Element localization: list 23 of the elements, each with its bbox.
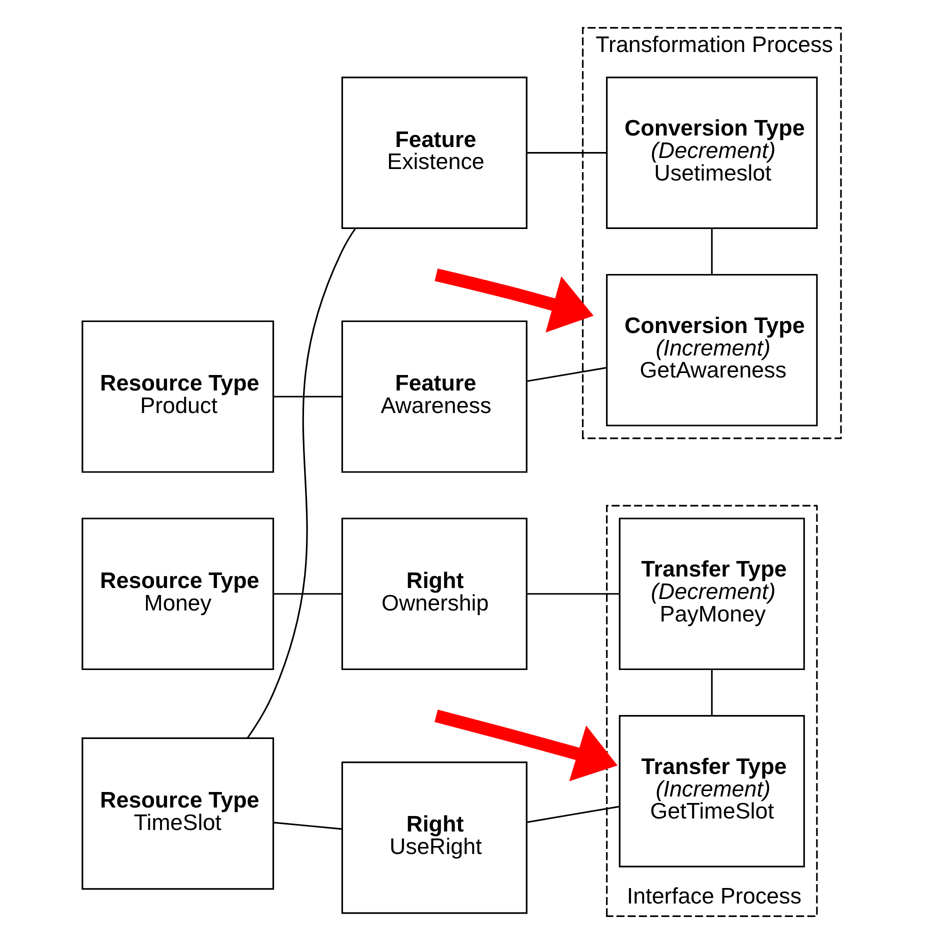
connector	[711, 670, 713, 716]
node-box: Feature Existence	[341, 76, 528, 230]
node-box: Resource Type Product	[82, 320, 274, 473]
node-box: Right Ownership	[341, 518, 528, 670]
connector	[274, 396, 342, 398]
node-box: Right UseRight	[341, 761, 528, 914]
node-box: Resource Type Money	[82, 518, 274, 670]
connector	[527, 806, 620, 823]
connector	[274, 822, 342, 830]
arrow	[434, 710, 618, 782]
node-box: Transfer Type (Decrement) PayMoney	[618, 518, 805, 670]
connector	[527, 152, 607, 154]
connector	[274, 593, 342, 595]
connector	[711, 228, 713, 275]
node-box: Feature Awareness	[341, 320, 528, 473]
node-box: Transfer Type (Increment) GetTimeSlot	[618, 714, 805, 868]
node-box: Conversion Type (Increment) GetAwareness	[606, 274, 818, 426]
node-box: Conversion Type (Decrement) Usetimeslot	[606, 76, 818, 230]
connector	[527, 366, 607, 382]
connector	[247, 228, 356, 738]
node-box: Resource Type TimeSlot	[82, 737, 274, 890]
connector	[527, 593, 620, 595]
arrow	[434, 268, 594, 333]
